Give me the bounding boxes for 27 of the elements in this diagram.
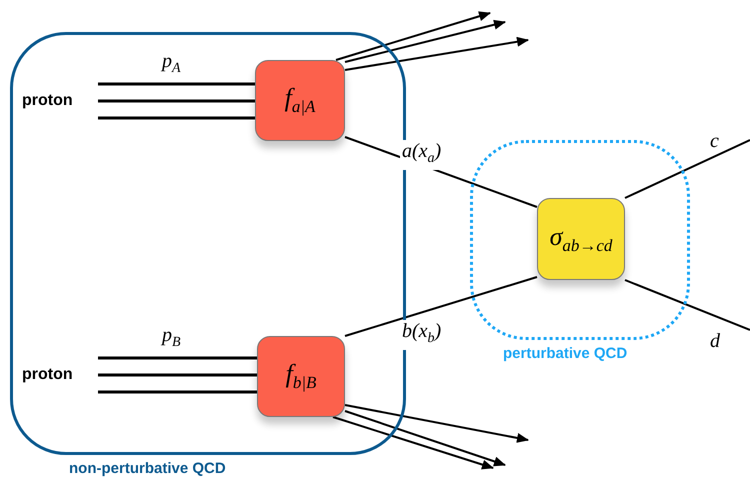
formula-label: σ$_{ab→cd}$ xyxy=(550,222,612,256)
function-box xyxy=(537,198,625,280)
arrow xyxy=(344,20,506,63)
proton-label: proton xyxy=(22,92,73,110)
line xyxy=(98,82,255,86)
formula-label: f$_{b|B}$ xyxy=(286,359,316,394)
arrow xyxy=(336,11,491,61)
arrow xyxy=(344,404,529,443)
line xyxy=(624,279,750,331)
region-label: perturbative QCD xyxy=(503,345,628,362)
arrow xyxy=(344,410,506,466)
line xyxy=(98,374,257,376)
line xyxy=(624,139,750,199)
line xyxy=(98,116,255,120)
function-box xyxy=(257,336,345,417)
line xyxy=(98,100,255,102)
line xyxy=(98,390,257,394)
function-box xyxy=(255,60,345,141)
edge-label: b(x$_{b}$) xyxy=(400,320,444,350)
edge-label: a(x$_{a}$) xyxy=(400,140,444,170)
proton-label: proton xyxy=(22,366,73,384)
region-label: non-perturbative QCD xyxy=(69,460,226,477)
arrow xyxy=(344,36,529,71)
line xyxy=(98,356,257,360)
formula-label: f$_{a|A}$ xyxy=(284,83,316,118)
arrow xyxy=(332,416,494,470)
line xyxy=(344,276,538,337)
